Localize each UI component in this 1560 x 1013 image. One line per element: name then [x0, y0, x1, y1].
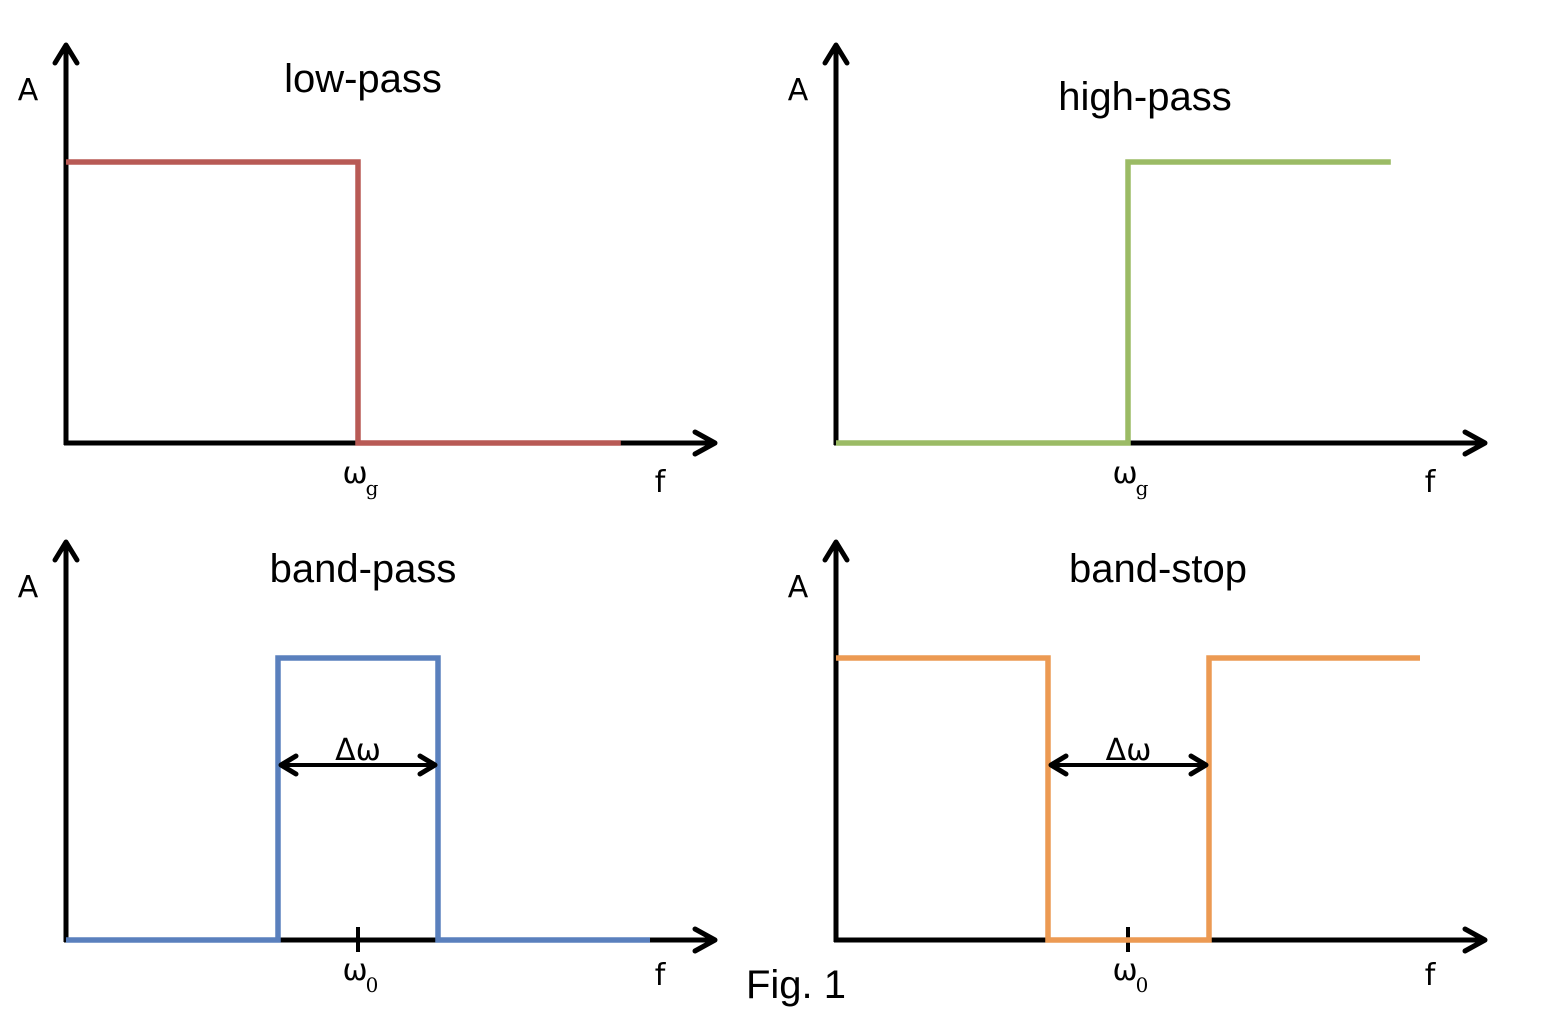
panel-title: low-pass: [284, 57, 442, 101]
frequency-marker-label: ω: [342, 456, 367, 491]
frequency-marker-label: ω: [342, 953, 367, 988]
panel-low-pass: low-pass Af ωg: [18, 42, 718, 500]
x-axis-arrow-icon: [692, 429, 718, 457]
x-axis-label: f: [1425, 465, 1437, 500]
frequency-marker-subscript: g: [366, 476, 379, 500]
frequency-marker-subscript: g: [1136, 476, 1149, 500]
frequency-marker-label: ω: [1112, 953, 1137, 988]
x-axis-label: f: [655, 465, 667, 500]
y-axis-arrow-icon: [822, 539, 850, 563]
panel-high-pass: high-pass Af ωg: [788, 42, 1488, 500]
y-axis-label: A: [788, 73, 809, 108]
panel-title: band-stop: [1069, 547, 1247, 591]
response-curve: [66, 655, 650, 943]
bandwidth-label: Δω: [1106, 733, 1152, 768]
x-axis-arrow-icon: [1462, 926, 1488, 954]
panel-title: high-pass: [1058, 75, 1231, 119]
x-axis-label: f: [1425, 958, 1437, 993]
frequency-marker-label: ω: [1112, 456, 1137, 491]
y-axis-label: A: [18, 570, 39, 605]
frequency-marker-subscript: 0: [1136, 973, 1149, 997]
panel-title: band-pass: [270, 547, 457, 591]
x-axis-label: f: [655, 958, 667, 993]
y-axis-arrow-icon: [52, 539, 80, 563]
x-axis-arrow-icon: [1462, 429, 1488, 457]
frequency-marker-subscript: 0: [366, 973, 379, 997]
arrow-right-icon: [417, 753, 438, 777]
response-curve: [66, 159, 621, 446]
arrow-left-icon: [1048, 753, 1069, 777]
arrow-right-icon: [1188, 753, 1209, 777]
y-axis-arrow-icon: [52, 42, 80, 66]
arrow-left-icon: [278, 753, 299, 777]
figure-caption: Fig. 1: [746, 963, 846, 1007]
y-axis-arrow-icon: [822, 42, 850, 66]
response-curve: [836, 159, 1391, 446]
response-curve: [836, 655, 1420, 943]
x-axis-arrow-icon: [692, 926, 718, 954]
y-axis-label: A: [788, 570, 809, 605]
bandwidth-label: Δω: [335, 733, 381, 768]
y-axis-label: A: [18, 73, 39, 108]
